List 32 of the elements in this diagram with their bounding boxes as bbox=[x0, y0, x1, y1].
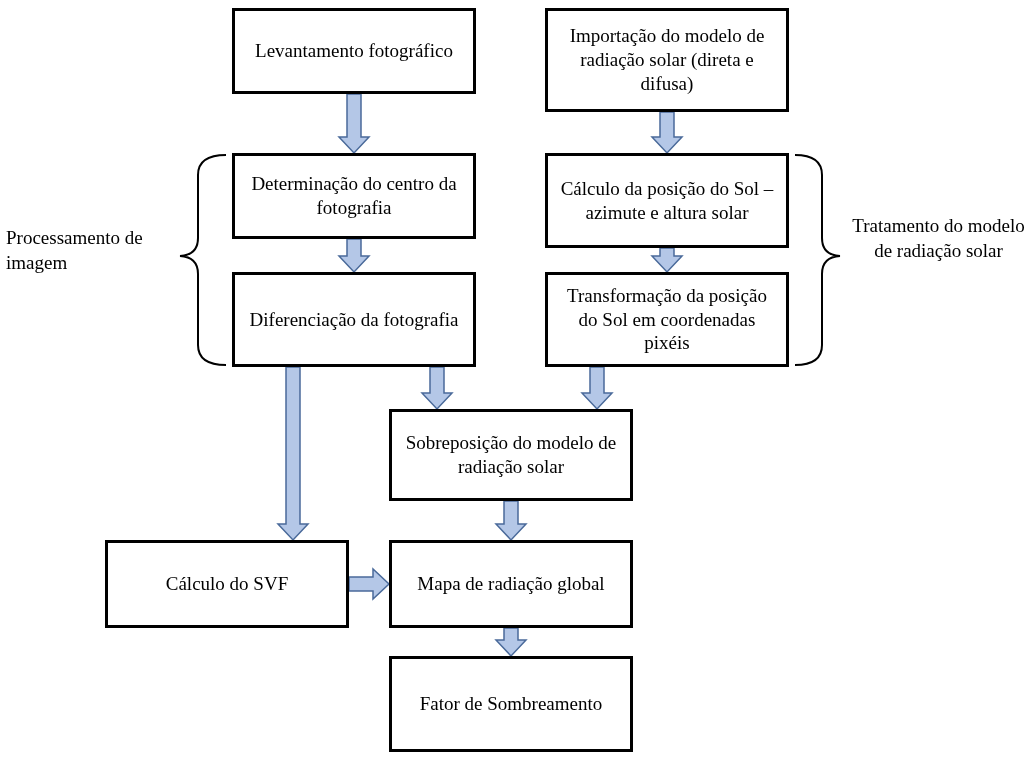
block-arrow bbox=[494, 500, 528, 542]
box-text: Sobreposição do modelo de radiação solar bbox=[404, 431, 618, 479]
process-box bbox=[389, 409, 633, 501]
process-box bbox=[232, 8, 476, 94]
block-arrow bbox=[650, 111, 684, 155]
box-text: Diferenciação da fotografia bbox=[249, 307, 459, 332]
block-arrow bbox=[420, 366, 454, 411]
process-box bbox=[545, 272, 789, 367]
block-arrow bbox=[650, 247, 684, 274]
process-box bbox=[389, 540, 633, 628]
block-arrow bbox=[348, 567, 391, 601]
box-text: Transformação da posição do Sol em coordenadas pixéis bbox=[566, 283, 768, 356]
box-text: Levantamento fotográfico bbox=[255, 39, 453, 63]
process-box bbox=[389, 656, 633, 752]
box-text: Determinação do centro da fotografia bbox=[250, 172, 458, 220]
box-text: Fator de Sombreamento bbox=[419, 692, 603, 716]
process-box bbox=[545, 153, 789, 248]
box-text: Cálculo da posição do Sol – azimute e altura solar bbox=[560, 176, 774, 225]
group-label: Processamento de imagem bbox=[6, 226, 144, 275]
box-text: Importação do modelo de radiação solar (direta e difusa) bbox=[568, 24, 766, 96]
process-box bbox=[232, 272, 476, 367]
block-arrow bbox=[276, 366, 310, 542]
block-arrow bbox=[337, 238, 371, 274]
block-arrow bbox=[580, 366, 614, 411]
group-label: Tratamento do modelo de radiação solar bbox=[851, 214, 1026, 263]
process-box bbox=[545, 8, 789, 112]
process-box bbox=[105, 540, 349, 628]
process-box bbox=[232, 153, 476, 239]
box-text: Cálculo do SVF bbox=[165, 572, 289, 596]
block-arrow bbox=[494, 627, 528, 658]
block-arrow bbox=[337, 93, 371, 155]
box-text: Mapa de radiação global bbox=[417, 572, 605, 596]
